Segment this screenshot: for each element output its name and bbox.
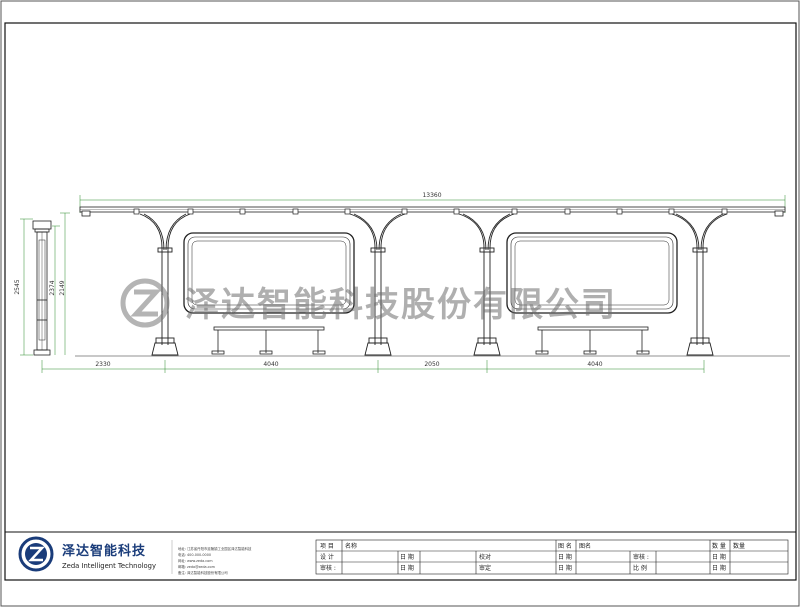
drawing-frame bbox=[4, 22, 797, 581]
label-date-r2c1: 日 期 bbox=[400, 553, 414, 561]
dim-segment-1: 2330 bbox=[95, 361, 110, 368]
label-name: 名称 bbox=[345, 542, 357, 550]
title-block: 泽达智能科技 Zeda Intelligent Technology 地址: 江… bbox=[5, 531, 796, 575]
contact-line-1: 地址: 江苏省丹阳市延陵镇工业园区泽达智能科技 bbox=[178, 546, 252, 551]
watermark: 泽达智能科技股份有限公司 bbox=[120, 278, 617, 328]
brand-name-en: Zeda Intelligent Technology bbox=[62, 562, 156, 570]
contact-line-2: 电话: 400-000-0000 bbox=[178, 552, 211, 557]
label-date-r3c1: 日 期 bbox=[400, 564, 414, 572]
label-proofread: 校对 bbox=[479, 553, 491, 561]
label-drawing-name: 图 名 bbox=[558, 542, 572, 550]
bottom-dimensions bbox=[41, 360, 705, 373]
beam-brackets bbox=[133, 208, 728, 215]
title-grid bbox=[315, 539, 789, 575]
dim-segment-3: 2050 bbox=[424, 361, 439, 368]
label-review: 审核 : bbox=[633, 553, 649, 561]
label-date-r2c2: 日 期 bbox=[558, 553, 572, 561]
ad-panel-left bbox=[183, 232, 355, 314]
brand-name-cn: 泽达智能科技 bbox=[62, 543, 146, 559]
dim-side-inner: 2149 bbox=[59, 280, 66, 295]
label-project: 项 目 bbox=[320, 543, 334, 550]
label-quantity: 数 量 bbox=[712, 542, 726, 550]
value-quantity: 数量 bbox=[733, 542, 745, 550]
label-approve: 审定 bbox=[479, 564, 491, 572]
label-date-r3c3: 日 期 bbox=[712, 564, 726, 572]
value-drawing-name: 图名 bbox=[579, 542, 591, 550]
contact-line-3: 网址: www.zeda.com bbox=[178, 558, 213, 563]
dim-side-total: 2545 bbox=[14, 279, 21, 294]
watermark-company: 泽达智能科技股份有限公司 bbox=[185, 285, 617, 325]
contact-line-5: 备注: 泽达智能科技股份有限公司 bbox=[178, 570, 228, 575]
label-check: 审核 : bbox=[320, 564, 336, 572]
side-dimensions bbox=[20, 212, 70, 356]
label-design: 设 计 bbox=[320, 553, 334, 561]
brand-logo bbox=[18, 536, 54, 572]
contact-line-4: 邮箱: zeda@zeda.com bbox=[178, 564, 216, 569]
ad-panel-right bbox=[506, 232, 678, 314]
roof-beam bbox=[79, 206, 786, 217]
dim-segment-4: 4040 bbox=[587, 361, 602, 368]
bench-left bbox=[211, 326, 326, 355]
columns bbox=[139, 213, 728, 356]
dim-segment-2: 4040 bbox=[263, 361, 278, 368]
watermark-logo bbox=[120, 278, 170, 328]
bench-right bbox=[535, 326, 650, 355]
label-date-r3c2: 日 期 bbox=[558, 564, 572, 572]
dim-side-mid: 2374 bbox=[49, 280, 56, 295]
side-elevation bbox=[32, 220, 52, 356]
label-date-r2c3: 日 期 bbox=[712, 553, 726, 561]
label-ratio: 比 例 bbox=[633, 564, 647, 572]
dim-overall: 13360 bbox=[422, 192, 441, 199]
